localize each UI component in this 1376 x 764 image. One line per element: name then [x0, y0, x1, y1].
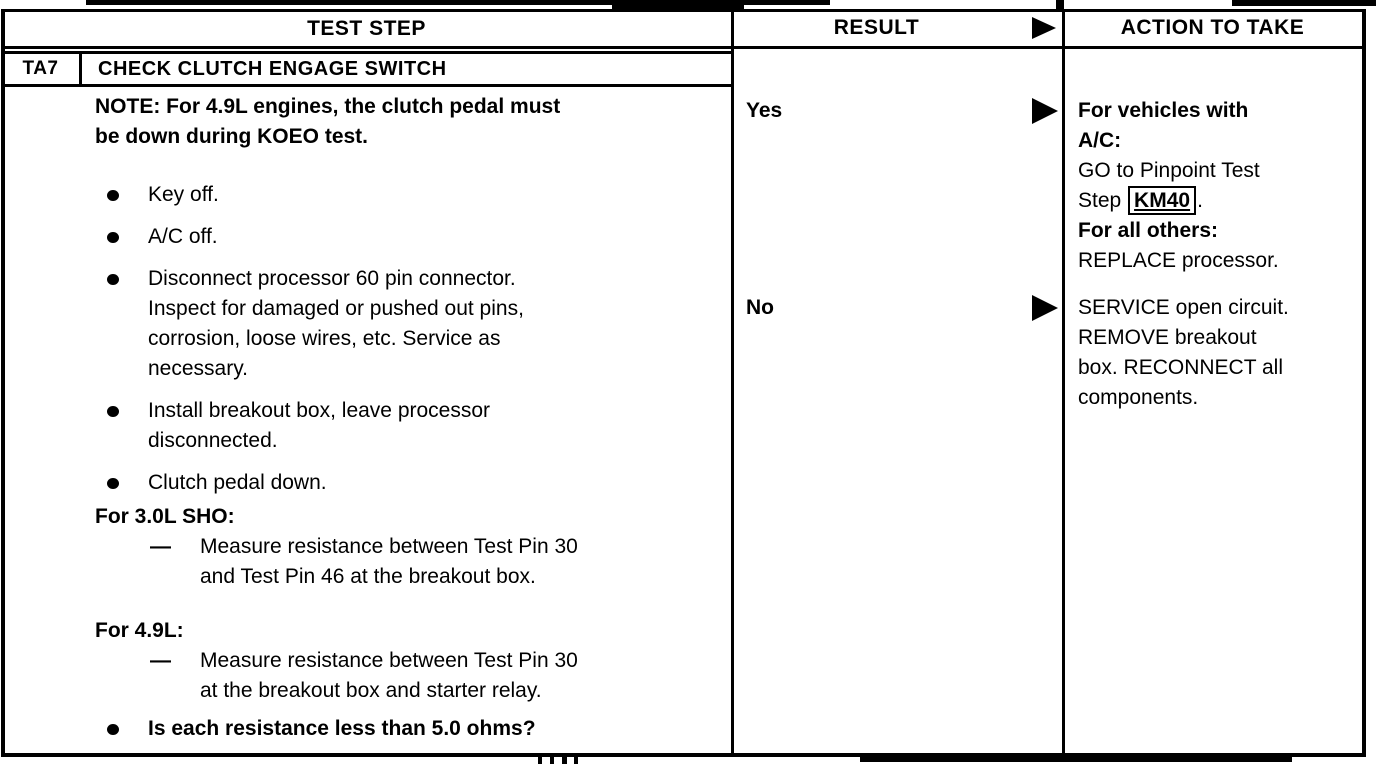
action-text: REPLACE processor.: [1078, 249, 1279, 272]
procedure-heading: For 4.9L:: [95, 619, 184, 642]
result-header-arrow-icon: [1032, 17, 1056, 39]
result-no-arrow-icon: [1032, 295, 1058, 321]
result-yes-arrow-icon: [1032, 98, 1058, 124]
scan-artifact: [1056, 0, 1064, 9]
action-text: Step: [1078, 189, 1128, 212]
procedure-text: Measure resistance between Test Pin 30 a…: [200, 649, 578, 702]
bullet-marker: [107, 190, 119, 201]
step-id: TA7: [22, 58, 59, 79]
bullet-marker: [107, 406, 119, 417]
step-title: CHECK CLUTCH ENGAGE SWITCH: [98, 57, 447, 80]
dash-marker: —: [150, 649, 171, 672]
scan-artifact: [574, 757, 578, 764]
bullet-marker: [107, 274, 119, 285]
action-text: .: [1197, 189, 1203, 212]
scan-artifact: [538, 757, 542, 764]
action-step-line: Step KM40.: [1078, 186, 1360, 216]
note-text: NOTE: For 4.9L engines, the clutch pedal…: [95, 95, 561, 148]
column-header-action-to-take: ACTION TO TAKE: [1120, 16, 1305, 39]
procedure-4_9l: For 4.9L: — Measure resistance between T…: [95, 616, 713, 706]
procedure-3_0l-sho: For 3.0L SHO: — Measure resistance betwe…: [95, 502, 713, 592]
bullet-marker: [107, 232, 119, 243]
step-row-border-bottom: [2, 84, 734, 87]
step-row-border-top: [2, 51, 734, 54]
test-step-cell: NOTE: For 4.9L engines, the clutch pedal…: [95, 92, 713, 756]
instruction-text: Key off.: [148, 183, 219, 206]
action-yes-cell: For vehicles with A/C: GO to Pinpoint Te…: [1078, 96, 1360, 276]
procedure-text: Measure resistance between Test Pin 30 a…: [200, 535, 578, 588]
list-item: A/C off.: [95, 222, 713, 252]
scan-artifact: [562, 757, 567, 764]
column-header-result: RESULT: [833, 16, 920, 39]
pinpoint-test-reference: KM40: [1128, 186, 1197, 215]
action-heading: For all others:: [1078, 219, 1219, 242]
scan-artifact: [860, 757, 1292, 762]
question-text: Is each resistance less than 5.0 ohms?: [148, 717, 536, 740]
instruction-text: Install breakout box, leave processor di…: [148, 399, 491, 452]
list-item: Clutch pedal down.: [95, 468, 713, 498]
column-divider-action: [1062, 9, 1065, 755]
step-id-divider: [79, 51, 82, 87]
action-no-cell: SERVICE open circuit. REMOVE breakout bo…: [1078, 296, 1289, 409]
bullet-marker: [107, 478, 119, 489]
question-item: Is each resistance less than 5.0 ohms?: [95, 714, 713, 744]
table-border-bottom: [2, 753, 1366, 757]
bullet-marker: [107, 724, 119, 735]
instruction-list: Key off. A/C off. Disconnect processor 6…: [95, 180, 713, 498]
list-item: Key off.: [95, 180, 713, 210]
instruction-text: A/C off.: [148, 225, 218, 248]
scan-artifact: [1232, 0, 1376, 6]
instruction-text: Disconnect processor 60 pin connector. I…: [148, 267, 524, 380]
instruction-text: Clutch pedal down.: [148, 471, 327, 494]
header-row-border: [2, 46, 1366, 49]
result-yes-label: Yes: [746, 99, 783, 122]
dash-marker: —: [150, 535, 171, 558]
scan-artifact: [86, 0, 830, 5]
scan-artifact: [550, 757, 554, 764]
table-border-right: [1362, 9, 1366, 757]
column-header-test-step: TEST STEP: [307, 17, 426, 40]
procedure-heading: For 3.0L SHO:: [95, 505, 235, 528]
list-item: Install breakout box, leave processor di…: [95, 396, 713, 456]
table-border-top: [2, 9, 1366, 12]
table-border-left: [1, 9, 5, 757]
action-text: GO to Pinpoint Test: [1078, 159, 1260, 182]
column-divider-result: [731, 9, 734, 755]
action-heading: For vehicles with A/C:: [1078, 99, 1249, 152]
result-no-label: No: [746, 296, 774, 319]
list-item: Disconnect processor 60 pin connector. I…: [95, 264, 713, 384]
